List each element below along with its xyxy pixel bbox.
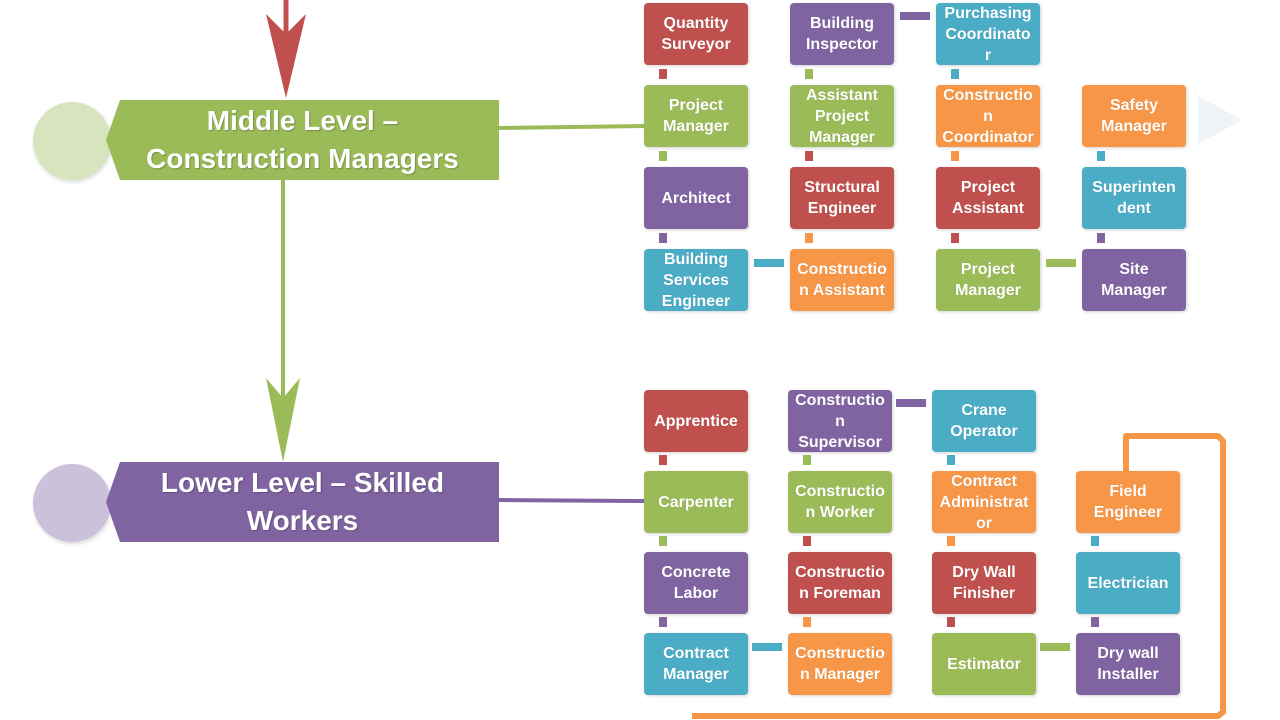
link-connector — [803, 617, 811, 627]
link-connector — [803, 536, 811, 546]
role-box-contract-manager: Contract Manager — [644, 633, 748, 695]
middle-level-circle — [33, 102, 111, 180]
link-connector — [896, 399, 926, 407]
link-connector — [1097, 151, 1105, 161]
link-connector — [659, 69, 667, 79]
role-box-construction-foreman: Constructio n Foreman — [788, 552, 892, 614]
link-connector — [659, 151, 667, 161]
middle-connector-line — [497, 124, 645, 130]
link-connector — [805, 69, 813, 79]
role-box-structural-engineer: Structural Engineer — [790, 167, 894, 229]
faint-arrow-shape — [1198, 96, 1242, 144]
role-box-electrician: Electrician — [1076, 552, 1180, 614]
role-box-field-engineer: Field Engineer — [1076, 471, 1180, 533]
link-connector — [752, 643, 782, 651]
role-box-project-manager: Project Manager — [644, 85, 748, 147]
link-connector — [951, 151, 959, 161]
role-box-safety-manager: Safety Manager — [1082, 85, 1186, 147]
role-box-superintendent: Superinten dent — [1082, 167, 1186, 229]
role-box-estimator: Estimator — [932, 633, 1036, 695]
link-connector — [803, 455, 811, 465]
role-box-building-inspector: Building Inspector — [790, 3, 894, 65]
middle-level-title-line2: Construction Managers — [146, 143, 459, 174]
link-connector — [1091, 617, 1099, 627]
role-box-construction-supervisor: Constructio n Supervisor — [788, 390, 892, 452]
lower-connector-line — [497, 498, 645, 503]
role-box-project-assistant: Project Assistant — [936, 167, 1040, 229]
link-connector — [1046, 259, 1076, 267]
link-connector — [754, 259, 784, 267]
middle-level-title-line1: Middle Level – — [206, 105, 399, 136]
role-box-contract-administrator: Contract Administrat or — [932, 471, 1036, 533]
role-box-carpenter: Carpenter — [644, 471, 748, 533]
link-connector — [659, 455, 667, 465]
role-box-dry-wall-installer: Dry wall Installer — [1076, 633, 1180, 695]
link-connector — [951, 233, 959, 243]
role-box-dry-wall-finisher: Dry Wall Finisher — [932, 552, 1036, 614]
lower-level-circle — [33, 464, 111, 542]
role-box-construction-assistant: Constructio n Assistant — [790, 249, 894, 311]
role-box-crane-operator: Crane Operator — [932, 390, 1036, 452]
link-connector — [1097, 233, 1105, 243]
role-box-construction-manager: Constructio n Manager — [788, 633, 892, 695]
link-connector — [900, 12, 930, 20]
down-arrow-head — [266, 378, 300, 462]
role-box-construction-coordinator: Constructio n Coordinator — [936, 85, 1040, 147]
role-box-concrete-labor: Concrete Labor — [644, 552, 748, 614]
role-box-quantity-surveyor: Quantity Surveyor — [644, 3, 748, 65]
role-box-purchasing-coordinator: Purchasing Coordinato r — [936, 3, 1040, 65]
role-box-assistant-project-manager: Assistant Project Manager — [790, 85, 894, 147]
role-box-project-manager-2: Project Manager — [936, 249, 1040, 311]
link-connector — [659, 233, 667, 243]
role-box-building-services-engineer: Building Services Engineer — [644, 249, 748, 311]
role-box-site-manager: Site Manager — [1082, 249, 1186, 311]
link-connector — [659, 536, 667, 546]
role-box-architect: Architect — [644, 167, 748, 229]
link-connector — [947, 536, 955, 546]
top-arrow-head — [266, 14, 306, 98]
orange-outline-path — [692, 433, 1226, 719]
link-connector — [805, 233, 813, 243]
lower-level-title-line1: Lower Level – Skilled — [160, 467, 445, 498]
link-connector — [1040, 643, 1070, 651]
role-box-apprentice: Apprentice — [644, 390, 748, 452]
lower-level-title-line2: Workers — [246, 505, 359, 536]
middle-level-banner: Middle Level – Construction Managers — [106, 100, 499, 180]
role-box-construction-worker: Constructio n Worker — [788, 471, 892, 533]
link-connector — [947, 455, 955, 465]
link-connector — [947, 617, 955, 627]
link-connector — [805, 151, 813, 161]
lower-level-banner: Lower Level – Skilled Workers — [106, 462, 499, 542]
link-connector — [659, 617, 667, 627]
link-connector — [951, 69, 959, 79]
link-connector — [1091, 536, 1099, 546]
